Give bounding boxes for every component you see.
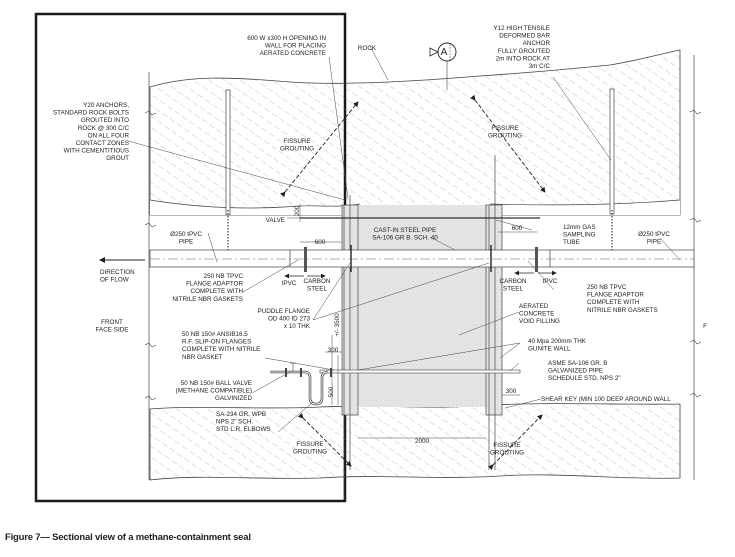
label-dim-2000: 2000 [415,438,430,445]
flange-left [304,247,307,272]
elbow-assembly [270,370,329,406]
rock-anchor-right [609,88,615,215]
label-dim-200: 200 [294,205,301,216]
label-rock: ROCK [358,45,377,52]
rock-bottom [149,403,681,481]
rock-anchor-left [225,89,231,216]
label-shear-key: SHEAR KEY (MIN 100 DEEP AROUND WALL [541,396,671,403]
flange-right [535,247,538,272]
fissure-arrow-tr [470,94,546,193]
galvanized-pipe [319,369,521,374]
label-dim-3500: +/- 3500 [334,313,341,337]
fissure-arrow-bl [297,412,352,467]
fissure-arrow-tl [280,101,359,198]
rock-top-lower-edge [149,199,361,209]
label-edge-f: F [703,323,707,330]
label-dim-600-right: 600 [512,225,523,232]
label-ball-valve: 50 NB 150# BALL VALVE(METHANE COMPATIBLE… [176,380,253,402]
label-tpvc-left: tPVC [282,280,297,287]
label-dim-300-right: 300 [506,388,517,395]
label-dim-500: 500 [328,386,335,397]
figure-caption: Figure 7— Sectional view of a methane-co… [5,532,251,543]
section-marker: A [429,42,457,90]
label-tpvc-right: tPVC [543,278,558,285]
aerated-concrete-void [358,205,486,407]
ball-valve [285,368,287,377]
main-pipe [149,249,695,268]
label-dim-300-left: 300 [328,347,339,354]
gunite-wall-right [485,204,503,416]
label-dim-600-left: 600 [315,239,326,246]
label-valve: VALVE [266,217,285,224]
section-marker-label: A [441,47,448,58]
